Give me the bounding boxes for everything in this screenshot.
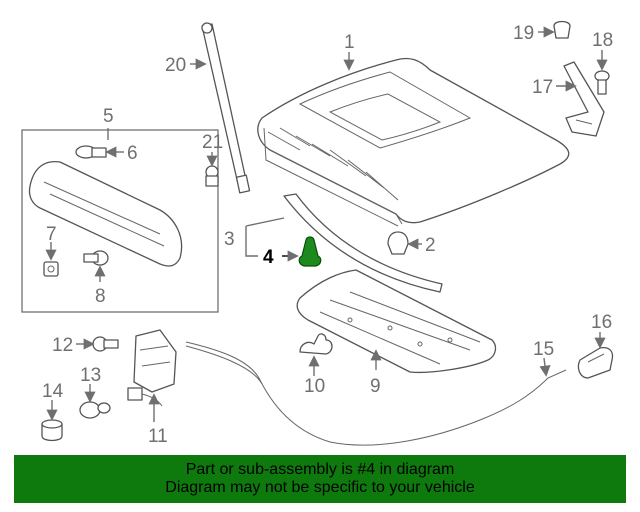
callout-labels: 1 2 3 4 5 6 7 8 9 10 11 12 13 14 15 16 1… (42, 23, 613, 447)
callout-14[interactable]: 14 (42, 381, 64, 402)
callout-17[interactable]: 17 (532, 77, 553, 98)
nut-part-7[interactable] (43, 261, 59, 277)
callout-21[interactable]: 21 (202, 132, 223, 153)
cap-part-19[interactable] (553, 20, 571, 39)
callout-2[interactable]: 2 (425, 235, 436, 256)
insulator-part-9[interactable] (296, 269, 497, 374)
callout-5[interactable]: 5 (103, 106, 114, 127)
cushion-part-14[interactable] (41, 419, 63, 442)
grille-assembly-box-5 (21, 129, 219, 313)
callout-18[interactable]: 18 (592, 30, 613, 51)
callout-11[interactable]: 11 (148, 426, 168, 447)
leader-lines (45, 26, 608, 422)
callout-7[interactable]: 7 (46, 224, 57, 245)
support-strut-part-20[interactable] (201, 22, 251, 194)
highlighted-clip-part-4[interactable] (298, 236, 322, 267)
bolt-part-8[interactable] (83, 250, 109, 266)
release-handle-part-16[interactable] (577, 346, 614, 379)
banner-line-1: Part or sub-assembly is #4 in diagram (185, 461, 455, 478)
screw-part-6[interactable] (75, 145, 107, 159)
callout-8[interactable]: 8 (95, 286, 106, 307)
callout-6[interactable]: 6 (127, 143, 138, 164)
push-clip-part-10[interactable] (299, 333, 333, 355)
callout-3[interactable]: 3 (224, 229, 235, 250)
callout-1[interactable]: 1 (344, 32, 355, 53)
callout-20[interactable]: 20 (165, 55, 186, 76)
ball-stud-part-21[interactable] (205, 165, 219, 187)
callout-16[interactable]: 16 (591, 312, 612, 333)
callout-19[interactable]: 19 (513, 23, 534, 44)
seal-part-3[interactable] (283, 193, 443, 293)
part-notice-banner: Part or sub-assembly is #4 in diagram Di… (14, 455, 626, 503)
bushing-part-13[interactable] (79, 401, 111, 419)
callout-12[interactable]: 12 (52, 335, 73, 356)
hood-part-1[interactable] (257, 57, 570, 227)
callout-9[interactable]: 9 (370, 376, 381, 397)
callout-13[interactable]: 13 (80, 365, 101, 386)
clip-part-2[interactable] (387, 231, 409, 255)
hood-latch-part-11[interactable] (127, 329, 177, 407)
callout-4-highlighted[interactable]: 4 (263, 247, 274, 268)
bolt-part-18[interactable] (594, 70, 610, 95)
callout-10[interactable]: 10 (304, 376, 325, 397)
banner-line-2: Diagram may not be specific to your vehi… (165, 479, 475, 496)
bolt-part-12[interactable] (92, 336, 119, 352)
callout-15[interactable]: 15 (533, 339, 554, 360)
scoop-trim-in-box[interactable] (28, 160, 183, 267)
release-cable-part-15[interactable] (185, 341, 567, 446)
